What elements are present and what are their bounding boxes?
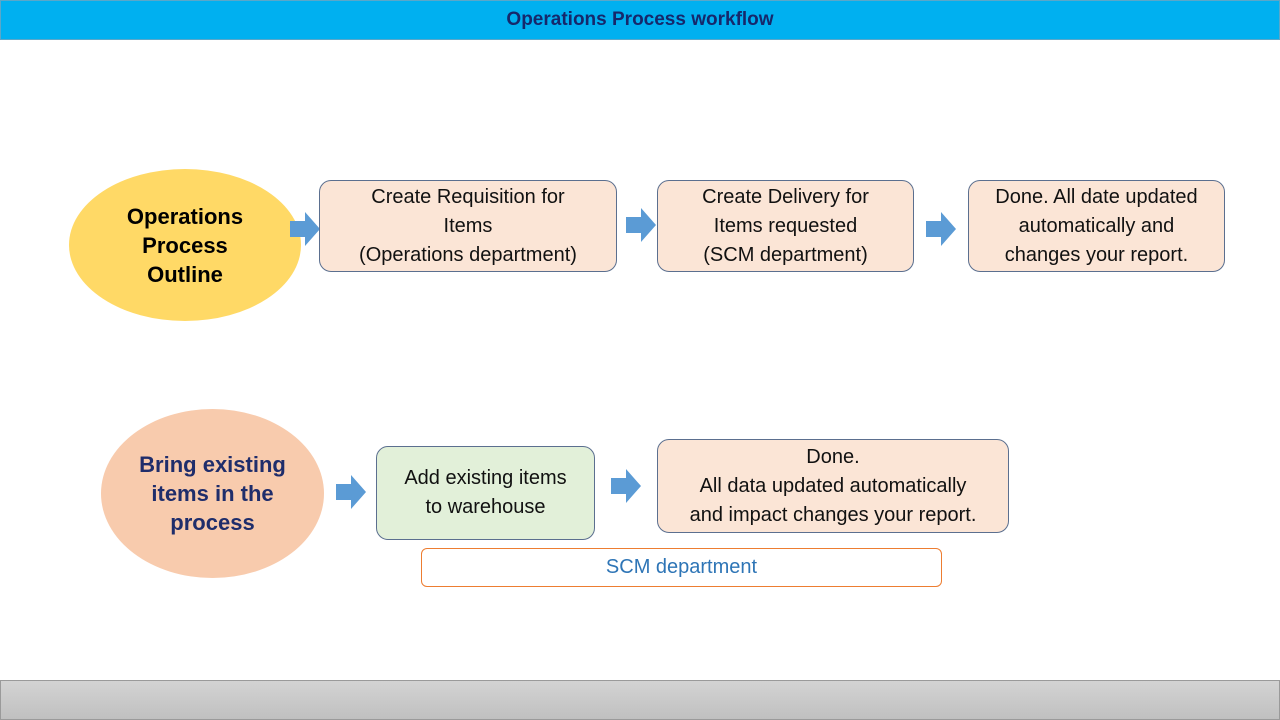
right-arrow-icon — [926, 212, 956, 246]
page-title: Operations Process workflow — [506, 9, 774, 30]
step-label: Done. All date updated automatically and… — [995, 185, 1198, 266]
right-arrow-icon — [611, 469, 641, 503]
outline-label: Operations Process Outline — [126, 203, 244, 287]
step-done-row1: Done. All date updated automatically and… — [968, 180, 1225, 272]
right-arrow-icon — [336, 475, 366, 509]
step-create-requisition: Create Requisition for Items (Operations… — [319, 180, 617, 272]
step-add-existing-items: Add existing items to warehouse — [376, 446, 595, 540]
operations-process-outline-ellipse: Operations Process Outline — [69, 169, 301, 321]
step-label: Done. All data updated automatically and… — [689, 445, 977, 526]
department-label: SCM department — [605, 556, 758, 578]
step-label: Add existing items to warehouse — [404, 467, 567, 518]
right-arrow-icon — [290, 212, 320, 246]
title-bar: Operations Process workflow — [0, 0, 1280, 40]
footer-bar — [0, 680, 1280, 720]
step-label: Create Delivery for Items requested (SCM… — [702, 185, 869, 266]
scm-department-label: SCM department — [421, 548, 942, 587]
step-create-delivery: Create Delivery for Items requested (SCM… — [657, 180, 914, 272]
bring-existing-items-ellipse: Bring existing items in the process — [101, 409, 324, 578]
step-label: Create Requisition for Items (Operations… — [359, 185, 577, 266]
outline-label: Bring existing items in the process — [139, 452, 286, 535]
right-arrow-icon — [626, 208, 656, 242]
step-done-row2: Done. All data updated automatically and… — [657, 439, 1009, 533]
